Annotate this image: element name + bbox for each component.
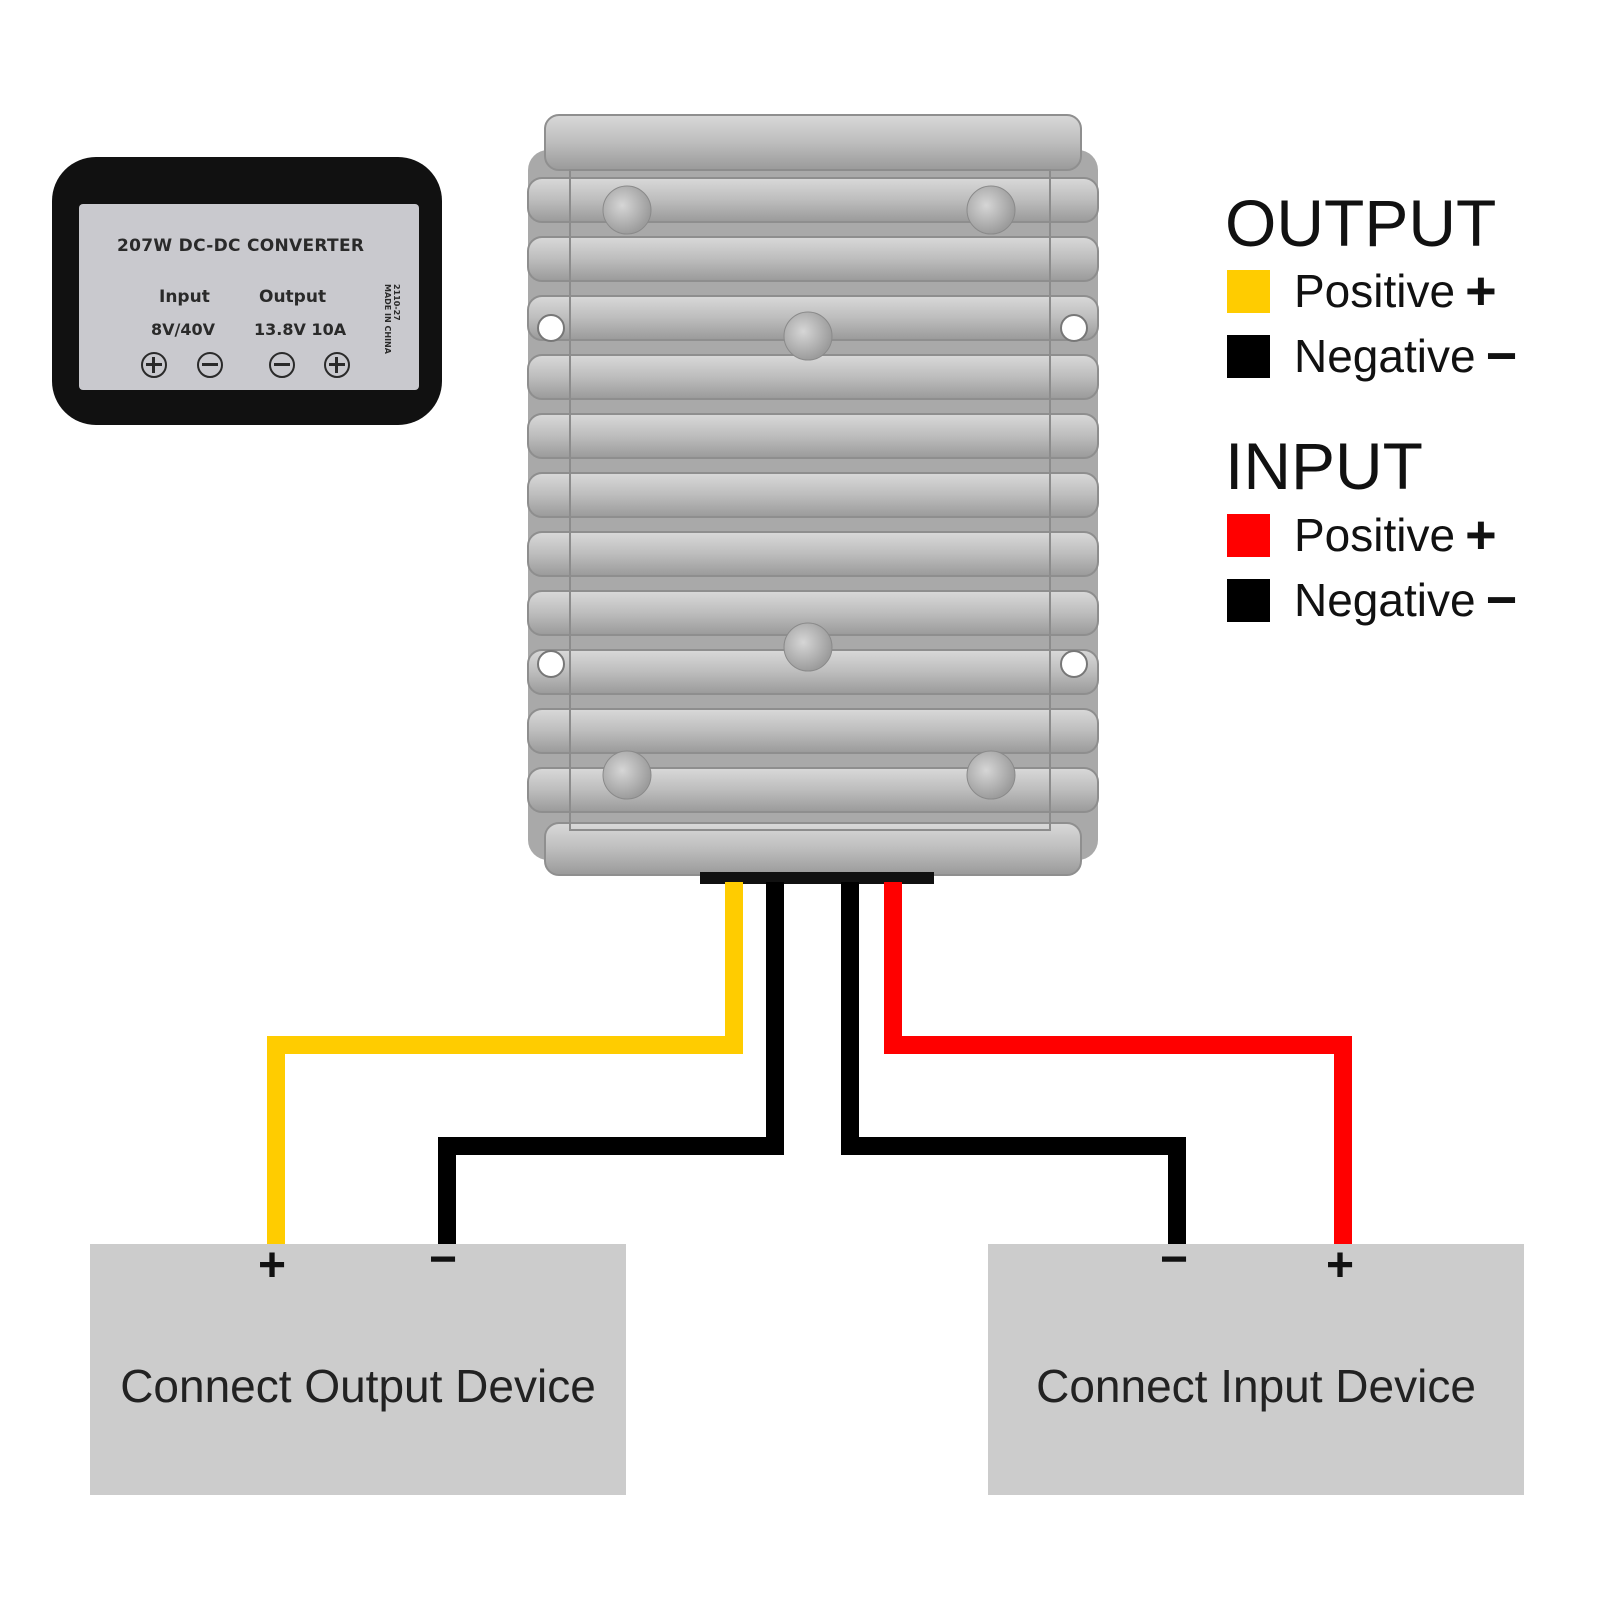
label-output-value: 13.8V 10A	[254, 320, 347, 339]
label-input-heading: Input	[159, 287, 210, 307]
legend-input-negative: Negative −	[1227, 570, 1517, 630]
label-small-print: 2110-27 MADE IN CHINA	[383, 284, 401, 354]
mounting-hole	[537, 650, 565, 678]
legend-output-negative: Negative −	[1227, 326, 1517, 386]
output-negative-wire	[438, 882, 784, 1248]
output-device-box: Connect Output Device	[90, 1244, 626, 1495]
legend-label: Negative	[1294, 574, 1476, 626]
legend-swatch-black	[1227, 334, 1270, 378]
bolt	[966, 185, 1016, 235]
input-negative-wire	[841, 882, 1186, 1248]
legend-sign: −	[1485, 570, 1518, 630]
mounting-hole	[1060, 650, 1088, 678]
cable-grommet	[700, 872, 934, 884]
heatsink-fin	[527, 354, 1099, 400]
input-negative-terminal-icon	[197, 352, 223, 378]
bolt	[966, 750, 1016, 800]
heatsink-fin	[527, 708, 1099, 754]
label-input-value: 8V/40V	[151, 320, 216, 339]
bolt	[602, 750, 652, 800]
legend-sign: −	[1485, 326, 1518, 386]
heatsink-top-plate	[544, 114, 1082, 171]
mounting-hole	[537, 314, 565, 342]
output-device-minus-sign: −	[429, 1233, 458, 1286]
output-negative-terminal-icon	[269, 352, 295, 378]
label-serial: 2110-27	[392, 284, 401, 321]
legend-output-positive: Positive +	[1227, 261, 1497, 321]
legend-sign: +	[1465, 505, 1497, 565]
label-origin: MADE IN CHINA	[383, 284, 392, 354]
legend-swatch-red	[1227, 513, 1270, 557]
heatsink-fins	[527, 177, 1099, 813]
product-label-card: 207W DC-DC CONVERTER Input Output 8V/40V…	[52, 157, 442, 425]
heatsink-fin	[527, 236, 1099, 282]
input-positive-wire	[884, 882, 1352, 1248]
legend-swatch-yellow	[1227, 269, 1270, 313]
output-positive-terminal-icon	[324, 352, 350, 378]
input-device-plus-sign: +	[1326, 1239, 1355, 1292]
legend-input-positive: Positive +	[1227, 505, 1497, 565]
legend-output-heading: OUTPUT	[1225, 186, 1497, 260]
output-positive-wire	[267, 882, 743, 1248]
heatsink-fin	[527, 531, 1099, 577]
product-label-sticker: 207W DC-DC CONVERTER Input Output 8V/40V…	[79, 204, 419, 390]
legend-label: Positive	[1294, 509, 1456, 561]
input-device-box: Connect Input Device	[988, 1244, 1524, 1495]
bolt	[783, 311, 833, 361]
label-title: 207W DC-DC CONVERTER	[117, 236, 365, 256]
heatsink-channel	[569, 169, 1051, 831]
heatsink-fin	[527, 177, 1099, 223]
legend-label: Negative	[1294, 330, 1476, 382]
legend-label: Positive	[1294, 265, 1456, 317]
input-device-label: Connect Input Device	[1036, 1360, 1476, 1412]
legend-input-heading: INPUT	[1225, 429, 1423, 503]
heatsink-fin	[527, 472, 1099, 518]
legend-sign: +	[1465, 261, 1497, 321]
bolt	[783, 622, 833, 672]
bolt	[602, 185, 652, 235]
heatsink-fin	[527, 767, 1099, 813]
heatsink-fin	[527, 413, 1099, 459]
output-device-plus-sign: +	[258, 1239, 287, 1292]
output-device-label: Connect Output Device	[120, 1360, 596, 1412]
legend-swatch-black	[1227, 578, 1270, 622]
input-device-minus-sign: −	[1160, 1233, 1189, 1286]
input-positive-terminal-icon	[141, 352, 167, 378]
mounting-hole	[1060, 314, 1088, 342]
label-output-heading: Output	[259, 287, 327, 307]
